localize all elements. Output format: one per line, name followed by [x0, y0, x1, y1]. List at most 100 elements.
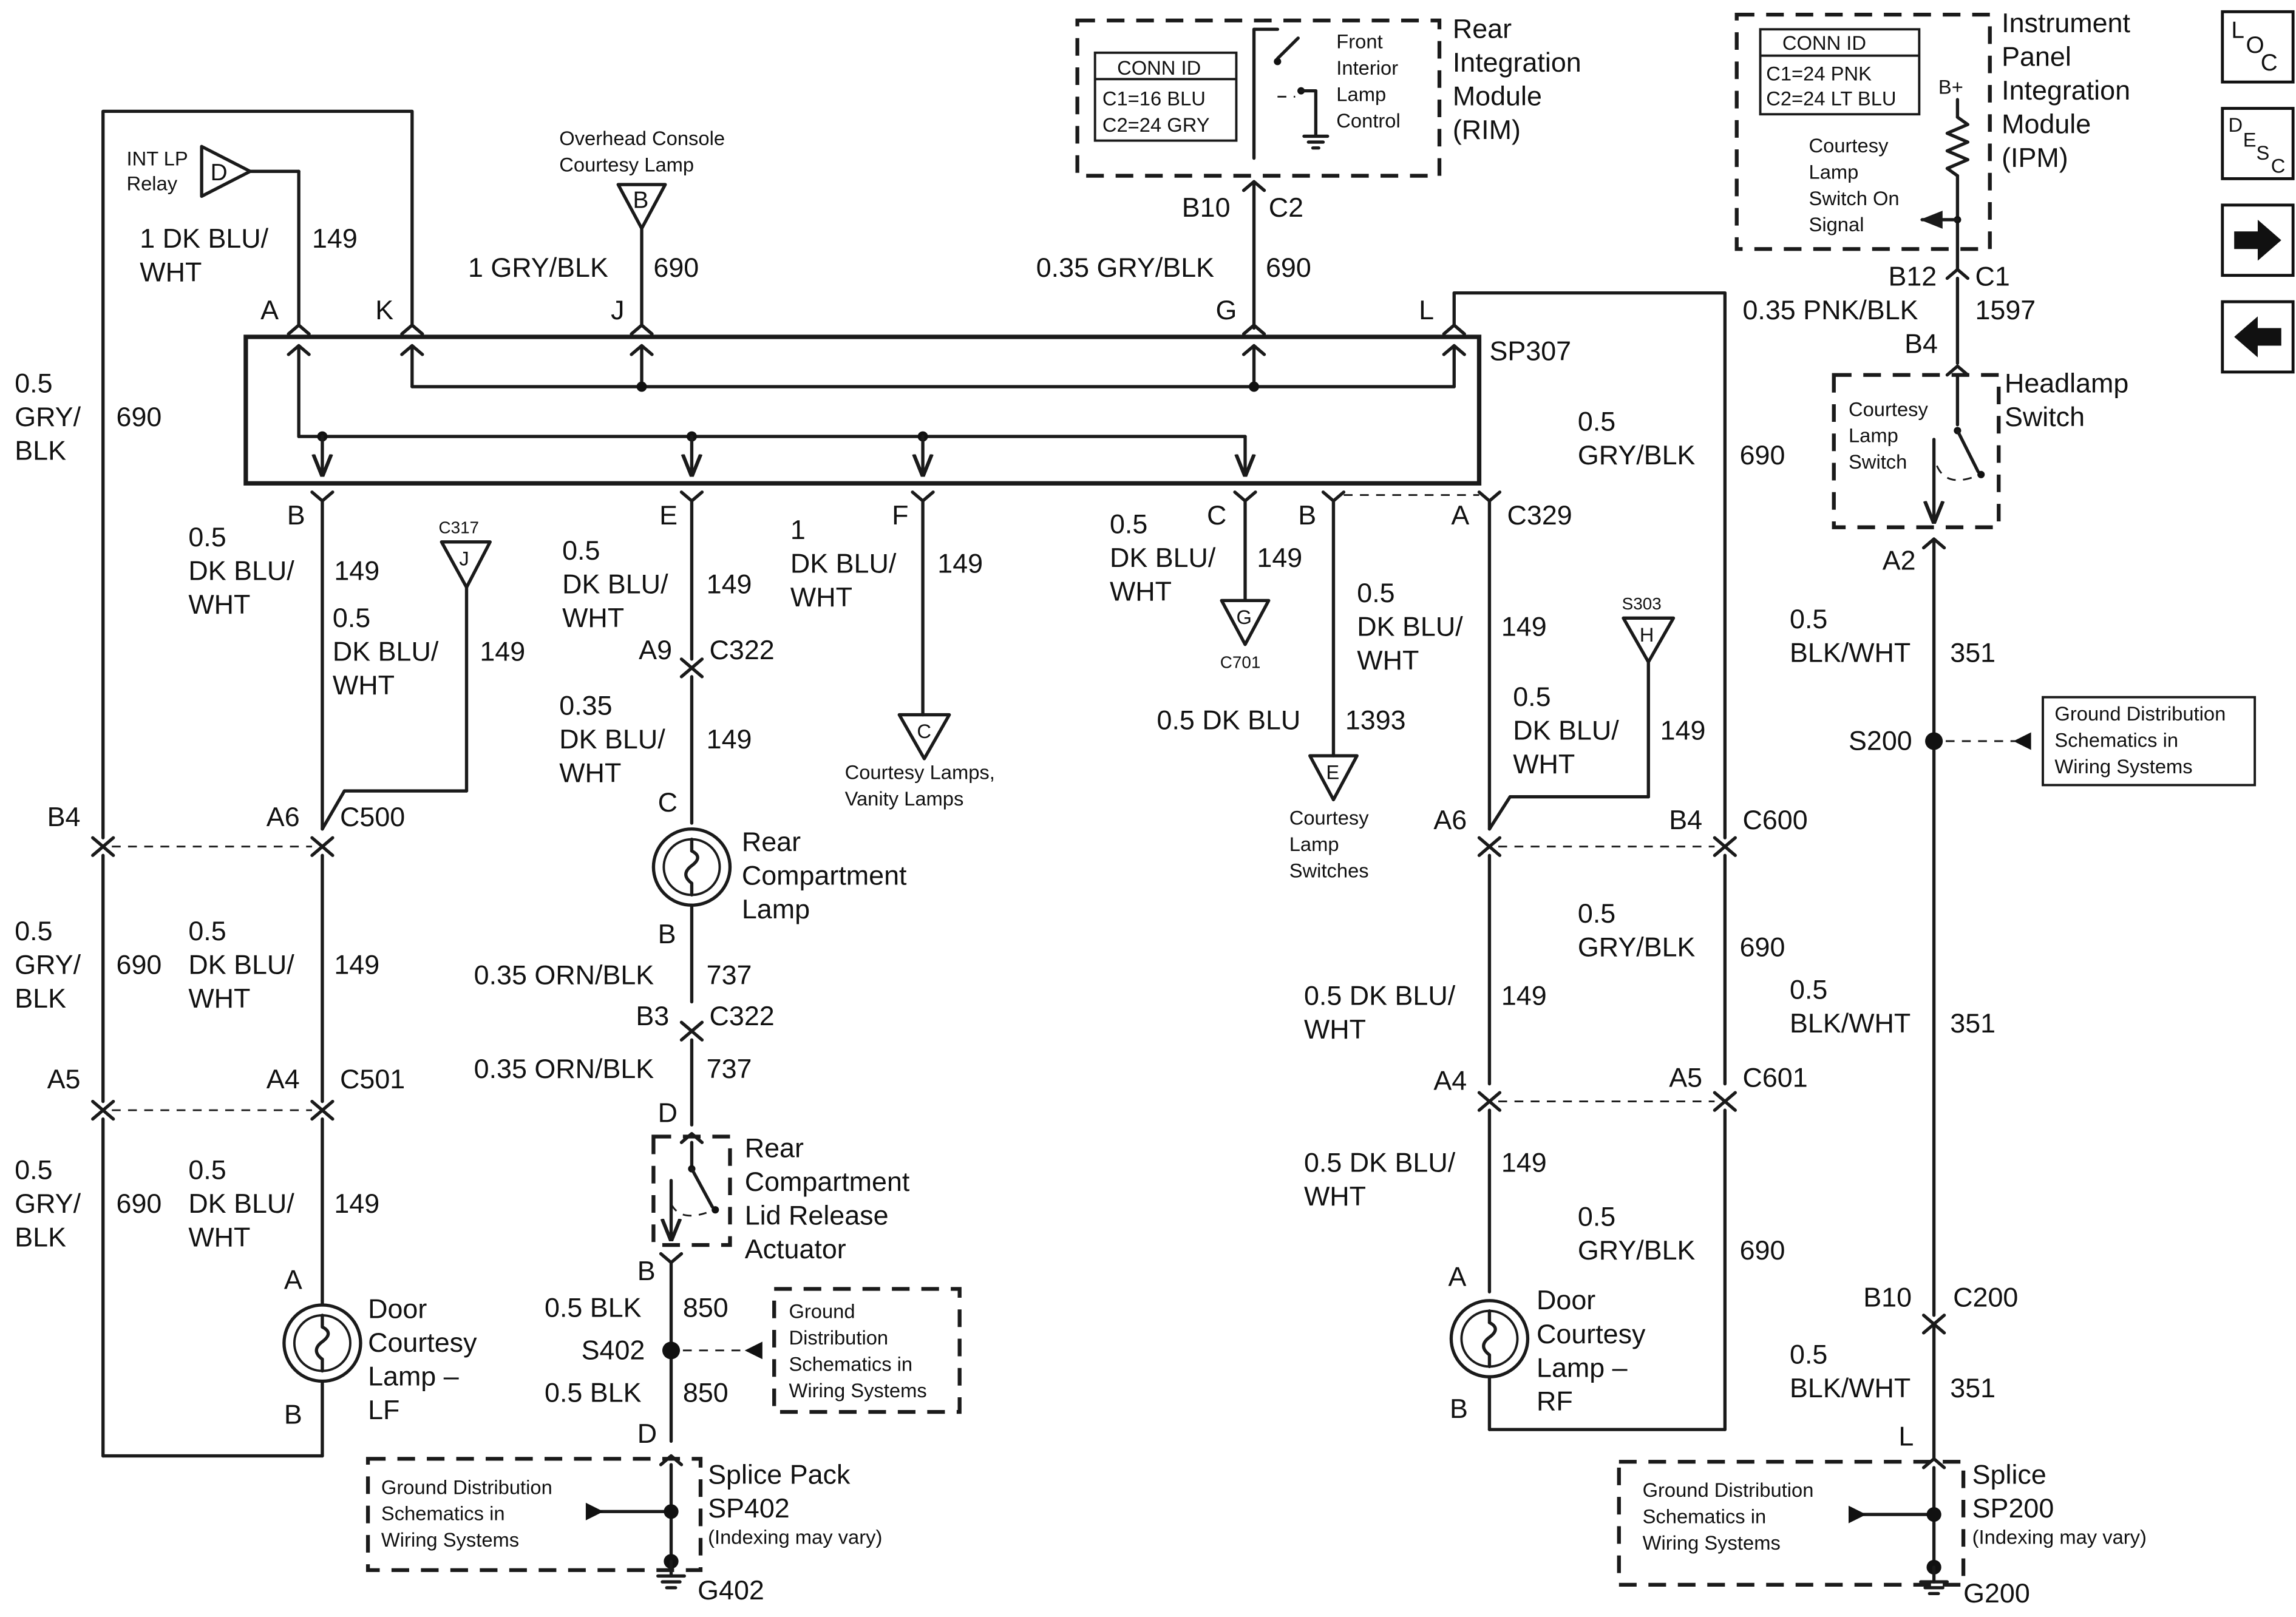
- loc-button[interactable]: L O C: [2221, 10, 2295, 84]
- next-page-button[interactable]: [2221, 203, 2295, 277]
- arrow-right-icon: [2234, 219, 2281, 261]
- wire-left-c2: BLK: [15, 436, 66, 466]
- wire-c317-circuit: 149: [480, 636, 525, 666]
- s402-splice-dot: [662, 1341, 681, 1360]
- gd-a-line2: Schematics in: [2054, 729, 2178, 751]
- wire-orn2-label: 0.35 ORN/BLK: [474, 1054, 654, 1084]
- wire-b-c2: WHT: [188, 589, 250, 620]
- rim-conn-c2: C2: [1269, 192, 1303, 223]
- switches-label2: Lamp: [1289, 833, 1339, 855]
- c317-letter: J: [459, 547, 469, 570]
- lf-label4: LF: [368, 1395, 399, 1425]
- hs-title-line1: Headlamp: [2005, 368, 2128, 399]
- wire-e-c2: WHT: [562, 603, 624, 633]
- wire-c317-c1: DK BLU/: [333, 636, 439, 666]
- wire-hs-size: 0.5: [1790, 604, 1827, 634]
- sp200-title3: (Indexing may vary): [1972, 1525, 2147, 1548]
- wire-s303-size: 0.5: [1513, 682, 1550, 712]
- wire-b-circuit: 149: [334, 556, 379, 586]
- lid-label4: Actuator: [745, 1234, 846, 1264]
- switches-label1: Courtesy: [1289, 807, 1370, 829]
- ipm-sig-line3: Switch On: [1809, 187, 1900, 209]
- wire-hs-color: BLK/WHT: [1790, 638, 1911, 668]
- wire-c317-size: 0.5: [333, 603, 370, 633]
- rf-pin-a: A: [1449, 1262, 1467, 1292]
- wire-rf-blu2-label: 0.5 DK BLU/: [1304, 1148, 1456, 1178]
- rim-conn-c1: C1=16 BLU: [1102, 87, 1206, 110]
- s402-label: S402: [582, 1335, 645, 1365]
- lf-label3: Lamp –: [368, 1361, 459, 1392]
- sp200-pin-l: L: [1898, 1422, 1914, 1452]
- rim-module: CONN ID C1=16 BLU C2=24 GRY Front Interi…: [1075, 14, 1581, 178]
- sp307-pin-b-bottom: B: [287, 500, 305, 531]
- c500-label: C500: [340, 802, 405, 832]
- wire-left3-c2: BLK: [15, 1222, 66, 1253]
- wire-f-circuit: 149: [937, 549, 983, 579]
- ipm-conn-c1: C1: [1975, 262, 2009, 292]
- wire-rf-blu-label: 0.5 DK BLU/: [1304, 980, 1456, 1011]
- loc-l-text: L: [2231, 18, 2244, 44]
- courtesy-label1: Courtesy Lamps,: [845, 761, 995, 784]
- wire-e-c1: DK BLU/: [562, 569, 668, 599]
- door-courtesy-lamp-lf: A B Door Courtesy Lamp – LF: [282, 1265, 477, 1458]
- ipm-conn-id-title: CONN ID: [1782, 32, 1866, 54]
- switches-label3: Switches: [1289, 859, 1369, 881]
- wire-j-circuit: 690: [653, 253, 699, 283]
- wire-hs3-circuit: 351: [1950, 1373, 1995, 1403]
- wire-b4-circuit: 149: [334, 1188, 379, 1219]
- c600-label: C600: [1742, 805, 1807, 835]
- rf-label2: Courtesy: [1537, 1319, 1646, 1349]
- rim-title-line4: (RIM): [1453, 115, 1521, 145]
- wire-a2-circuit: 149: [1501, 611, 1547, 642]
- c701-label: C701: [1220, 653, 1261, 671]
- wire-left-c1: GRY/: [15, 402, 81, 432]
- prev-page-button[interactable]: [2221, 300, 2295, 374]
- rf-label1: Door: [1537, 1285, 1595, 1315]
- sp402-title1: Splice Pack: [708, 1460, 851, 1490]
- int-lp-relay: INT LP Relay D: [126, 144, 311, 336]
- headlamp-pin-a2: A2: [1883, 546, 1916, 576]
- c317-connector: C317 J: [321, 518, 492, 831]
- wire-hs3-color: BLK/WHT: [1790, 1373, 1911, 1403]
- c329-label: C329: [1507, 500, 1572, 531]
- sp307-pin-a: A: [260, 295, 279, 325]
- wire-rf-gry-size: 0.5: [1578, 898, 1615, 929]
- wire-f-c1: DK BLU/: [790, 549, 897, 579]
- wire-rf-blu-color: WHT: [1304, 1014, 1366, 1045]
- rear-lid-release-actuator: Rear Compartment Lid Release Actuator: [651, 1133, 910, 1264]
- gd-c-line3: Wiring Systems: [381, 1528, 519, 1551]
- wire-orn2-circuit: 737: [707, 1054, 752, 1084]
- wire-ipm-circuit: 1597: [1975, 295, 2036, 325]
- wire-c317-c2: WHT: [333, 670, 395, 700]
- wire-a2-c1: DK BLU/: [1357, 611, 1463, 642]
- wire-left3-size: 0.5: [15, 1155, 52, 1185]
- wire-orn1-label: 0.35 ORN/BLK: [474, 960, 654, 991]
- desc-button[interactable]: D E S C: [2221, 107, 2295, 180]
- wire-g-label: 0.35 GRY/BLK: [1036, 253, 1214, 283]
- wire-rf-gry-color: GRY/BLK: [1578, 932, 1696, 963]
- wire-b-c1: DK BLU/: [188, 556, 294, 586]
- s200-splice-dot: [1925, 732, 1943, 750]
- gd-d-line2: Schematics in: [1643, 1505, 1767, 1528]
- rim-pin-b10: B10: [1182, 192, 1231, 223]
- ipm-bplus: B+: [1938, 76, 1963, 98]
- wire-left3-c1: GRY/: [15, 1188, 81, 1219]
- sp402-pin-d: D: [637, 1419, 657, 1449]
- wire-e2-c1: DK BLU/: [559, 724, 665, 754]
- ipm-title-line4: Module: [2002, 109, 2091, 140]
- wire-a-size: 1 DK BLU/: [140, 223, 268, 254]
- rear-compartment-lamp: Rear Compartment Lamp: [651, 827, 907, 924]
- rim-ctrl-line1: Front: [1336, 30, 1382, 53]
- lid-pin-b: B: [637, 1256, 656, 1286]
- wire-blk1-label: 0.5 BLK: [545, 1292, 642, 1323]
- lid-label3: Lid Release: [745, 1200, 889, 1230]
- desc-d-text: D: [2228, 114, 2243, 136]
- g200-label: G200: [1963, 1578, 2030, 1609]
- wire-a-circuit: 149: [312, 223, 358, 254]
- wire-f-size: 1: [790, 515, 806, 545]
- lf-label1: Door: [368, 1294, 427, 1324]
- gd-b-line4: Wiring Systems: [789, 1379, 926, 1402]
- sp307-label: SP307: [1489, 336, 1571, 367]
- sp307-pin-a2-bottom: A: [1451, 500, 1469, 531]
- sp200-title2: SP200: [1972, 1493, 2054, 1524]
